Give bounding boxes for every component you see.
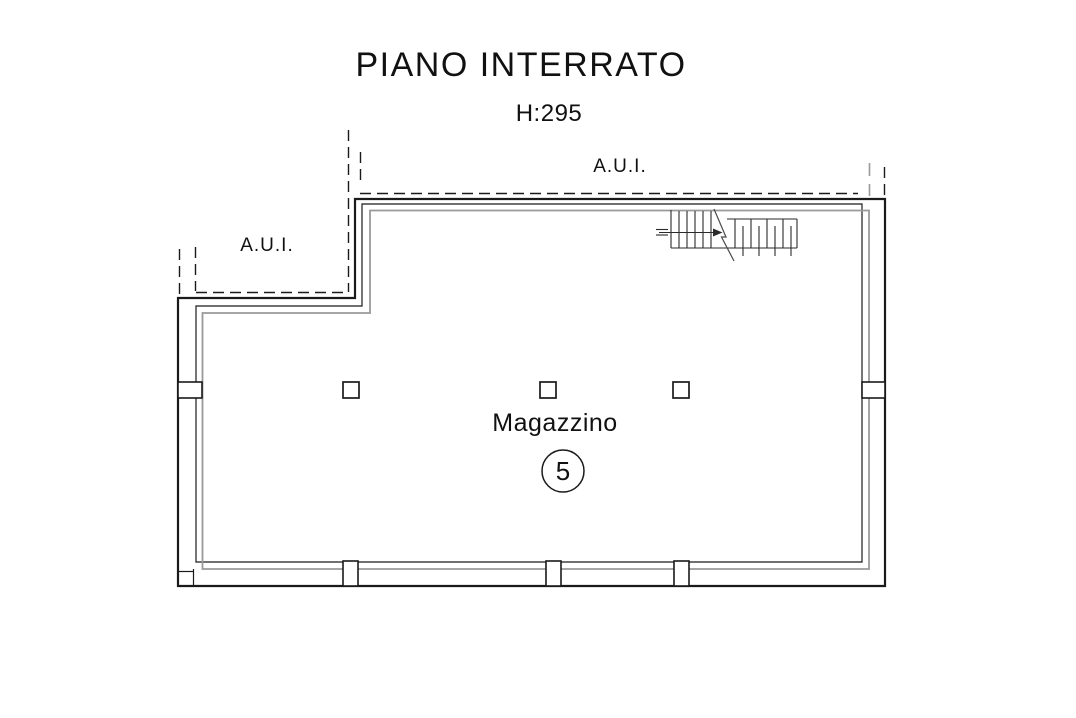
room-number-circle — [541, 449, 585, 493]
wall-pillar-bottom-2 — [545, 560, 562, 587]
room-number-badge: 5 — [541, 449, 585, 493]
stair-treads-right — [734, 219, 792, 256]
wall-pillar-left — [177, 381, 203, 399]
stair-treads-left — [678, 211, 712, 248]
column-1 — [342, 381, 360, 399]
staircase — [656, 208, 798, 262]
wall-pillar-bottom-3 — [673, 560, 690, 587]
room-number: 5 — [556, 456, 570, 486]
column-2 — [539, 381, 557, 399]
wall-pillar-right — [861, 381, 886, 399]
wall-pillar-bottom-1 — [342, 560, 359, 587]
columns — [177, 381, 886, 587]
column-3 — [672, 381, 690, 399]
aui-boundary-dashed — [178, 130, 886, 296]
room-name-label: Magazzino — [492, 409, 617, 437]
exterior-walls — [176, 197, 887, 588]
aui-label-top: A.U.I. — [593, 156, 647, 177]
stair-direction-arrow — [656, 228, 723, 237]
stair-break-line — [713, 208, 735, 262]
page-title: PIANO INTERRATO — [355, 46, 686, 84]
height-note: H:295 — [516, 100, 583, 127]
aui-label-left: A.U.I. — [240, 235, 294, 256]
